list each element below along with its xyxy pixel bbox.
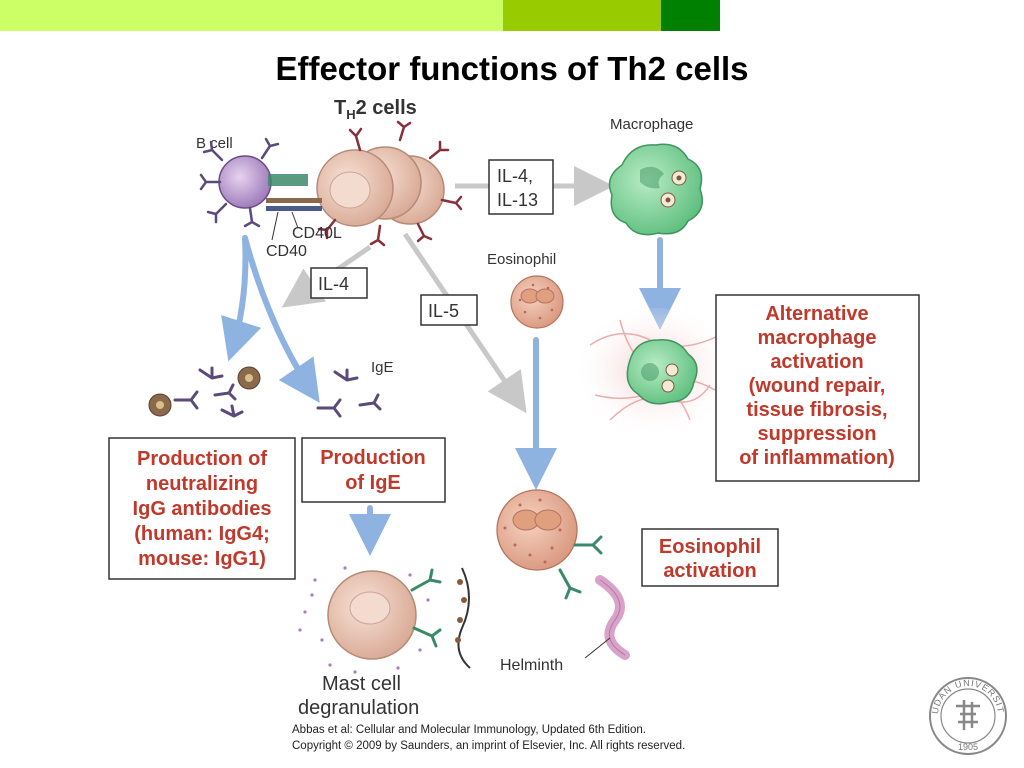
ige-label: IgE <box>371 359 394 376</box>
activated-eosinophil <box>496 489 603 600</box>
blue-flow-arrows <box>221 235 681 556</box>
box-eosinophil-activation: Eosinophil activation <box>641 528 779 587</box>
cytokine-il5-box: IL-5 <box>420 294 478 326</box>
mast-cell <box>298 566 471 674</box>
svg-text:(wound repair,: (wound repair, <box>749 375 886 397</box>
svg-text:macrophage: macrophage <box>758 327 877 349</box>
svg-text:of IgE: of IgE <box>345 472 401 494</box>
svg-text:(human: IgG4;: (human: IgG4; <box>134 523 270 545</box>
th2-surface-receptors <box>317 120 463 247</box>
svg-text:IgG antibodies: IgG antibodies <box>133 498 272 520</box>
box-macrophage-activation: Alternative macrophage activation (wound… <box>715 294 920 482</box>
accent-segment-light <box>0 0 503 31</box>
mast-cell-label-line2: degranulation <box>298 697 419 719</box>
ige-antibodies <box>316 368 382 418</box>
b-cell <box>199 137 280 228</box>
svg-text:IL-5: IL-5 <box>428 301 459 321</box>
svg-text:IL-4,: IL-4, <box>497 166 533 186</box>
slide-title: Effector functions of Th2 cells <box>275 50 749 87</box>
helminth <box>595 575 630 660</box>
cytokine-il4-box: IL-4 <box>310 267 368 299</box>
cd40l-label: CD40L <box>292 225 342 242</box>
svg-text:neutralizing: neutralizing <box>146 473 258 495</box>
svg-text:suppression: suppression <box>758 423 877 445</box>
svg-text:Production: Production <box>320 447 426 469</box>
citation-line1: Abbas et al: Cellular and Molecular Immu… <box>292 724 646 736</box>
svg-text:IL-4: IL-4 <box>318 274 349 294</box>
cd40-cd40l-interaction <box>266 174 322 241</box>
svg-text:Production of: Production of <box>137 448 267 470</box>
macrophage <box>608 143 703 236</box>
th2-cells-label: TH2 cells <box>334 97 417 122</box>
svg-text:activation: activation <box>663 560 756 582</box>
accent-segment-dark <box>661 0 720 31</box>
svg-text:tissue fibrosis,: tissue fibrosis, <box>746 399 887 421</box>
accent-segment-mid <box>503 0 661 31</box>
top-accent-bar <box>0 0 720 31</box>
box-ige-production: Production of IgE <box>301 437 446 503</box>
igg-antibodies <box>148 366 261 418</box>
svg-text:activation: activation <box>770 351 863 373</box>
mast-cell-label-line1: Mast cell <box>322 673 401 695</box>
cd40-label: CD40 <box>266 243 307 260</box>
helminth-pointer <box>584 637 611 659</box>
svg-text:Alternative: Alternative <box>765 303 868 325</box>
activated-macrophage-tissue <box>580 308 730 432</box>
citation-line2: Copyright © 2009 by Saunders, an imprint… <box>292 740 686 752</box>
svg-text:of inflammation): of inflammation) <box>739 447 895 469</box>
svg-text:mouse: IgG1): mouse: IgG1) <box>138 548 266 570</box>
svg-text:IL-13: IL-13 <box>497 190 538 210</box>
helminth-label: Helminth <box>500 657 563 674</box>
eosinophil-label: Eosinophil <box>487 251 556 268</box>
b-cell-label: B cell <box>196 135 233 152</box>
macrophage-label: Macrophage <box>610 116 693 133</box>
citation: Abbas et al: Cellular and Molecular Immu… <box>292 722 685 754</box>
cytokine-il4-il13-box: IL-4, IL-13 <box>488 159 554 215</box>
svg-text:1905: 1905 <box>958 742 978 752</box>
eosinophil <box>510 275 564 329</box>
box-igg-production: Production of neutralizing IgG antibodie… <box>108 437 296 580</box>
svg-text:Eosinophil: Eosinophil <box>659 536 761 558</box>
th2-cells <box>316 120 463 247</box>
